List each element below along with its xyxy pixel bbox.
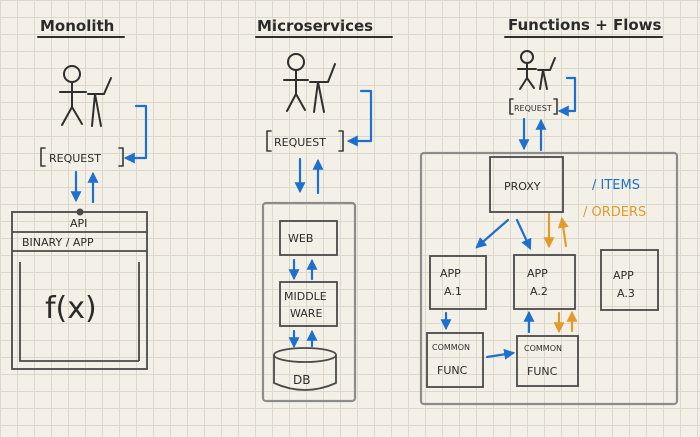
route-items-label: / ITEMS (592, 178, 640, 193)
functions-title: Functions + Flows (508, 16, 662, 34)
monolith-app-box: API BINARY / APP f(x) (11, 208, 148, 370)
route-items: / ITEMS (592, 178, 640, 193)
functions-request-label: REQUEST (514, 104, 552, 113)
app-a1-label-line2: A.1 (444, 285, 462, 298)
common-func-right-line2: FUNC (527, 365, 558, 378)
developer-icon (517, 50, 556, 90)
app-a1-label-line1: APP (440, 267, 461, 280)
web-service-label: WEB (288, 232, 313, 245)
database-cylinder: DB (273, 347, 337, 391)
common-func-left-line2: FUNC (437, 364, 468, 377)
functions-container (419, 151, 679, 406)
common-func-right-box: COMMON FUNC (516, 335, 579, 387)
middleware-box: MIDDLE WARE (279, 281, 338, 327)
proxy-box: PROXY (489, 156, 564, 213)
app-a2-box: APP A.2 (513, 254, 576, 310)
proxy-label: PROXY (504, 180, 541, 193)
route-orders: / ORDERS (583, 205, 646, 220)
monolith-binary-label: BINARY / APP (22, 236, 94, 249)
developer-icon (59, 65, 112, 127)
app-a2-label-line2: A.2 (530, 285, 548, 298)
monolith-request-label: REQUEST (49, 152, 101, 165)
monolith-api-label: API (70, 217, 87, 230)
microservices-request-label: REQUEST (274, 136, 326, 149)
microservices-request: REQUEST (266, 130, 344, 152)
microservices-container (261, 201, 357, 403)
monolith-column: Monolith REQUEST API BINARY / APP f(x) (11, 17, 148, 370)
common-func-left-line1: COMMON (432, 343, 470, 352)
monolith-title: Monolith (40, 17, 114, 35)
app-a1-box: APP A.1 (429, 255, 487, 310)
request-loop-arrow (557, 76, 577, 117)
microservices-title: Microservices (257, 17, 373, 35)
app-a3-label-line1: APP (613, 269, 634, 282)
monolith-function-label: f(x) (45, 291, 97, 326)
monolith-request: REQUEST (40, 147, 124, 167)
request-loop-arrow (346, 89, 373, 147)
app-a2-label-line1: APP (527, 267, 548, 280)
common-left-to-right-arrow (485, 348, 516, 360)
app-a3-label-line2: A.3 (617, 287, 635, 300)
middleware-label-line2: WARE (290, 307, 322, 320)
functions-request: REQUEST (509, 98, 558, 115)
app-a3-box: APP A.3 (600, 249, 659, 311)
common-func-right-line1: COMMON (524, 344, 562, 353)
proxy-to-app-a1-arrow (475, 218, 510, 249)
request-loop-arrow (123, 104, 148, 164)
web-service-box: WEB (279, 220, 338, 256)
route-orders-label: / ORDERS (583, 205, 646, 220)
middleware-label-line1: MIDDLE (284, 290, 327, 303)
app-a2-to-proxy-orders-arrow (557, 216, 569, 248)
developer-icon (283, 53, 336, 113)
common-func-left-box: COMMON FUNC (426, 332, 484, 388)
proxy-to-app-a2-arrow (515, 218, 532, 250)
functions-column: Functions + Flows REQUEST PROXY / ITEMS … (419, 16, 679, 406)
database-label: DB (293, 373, 310, 387)
microservices-column: Microservices REQUEST WEB MIDDLE WARE (255, 17, 393, 403)
